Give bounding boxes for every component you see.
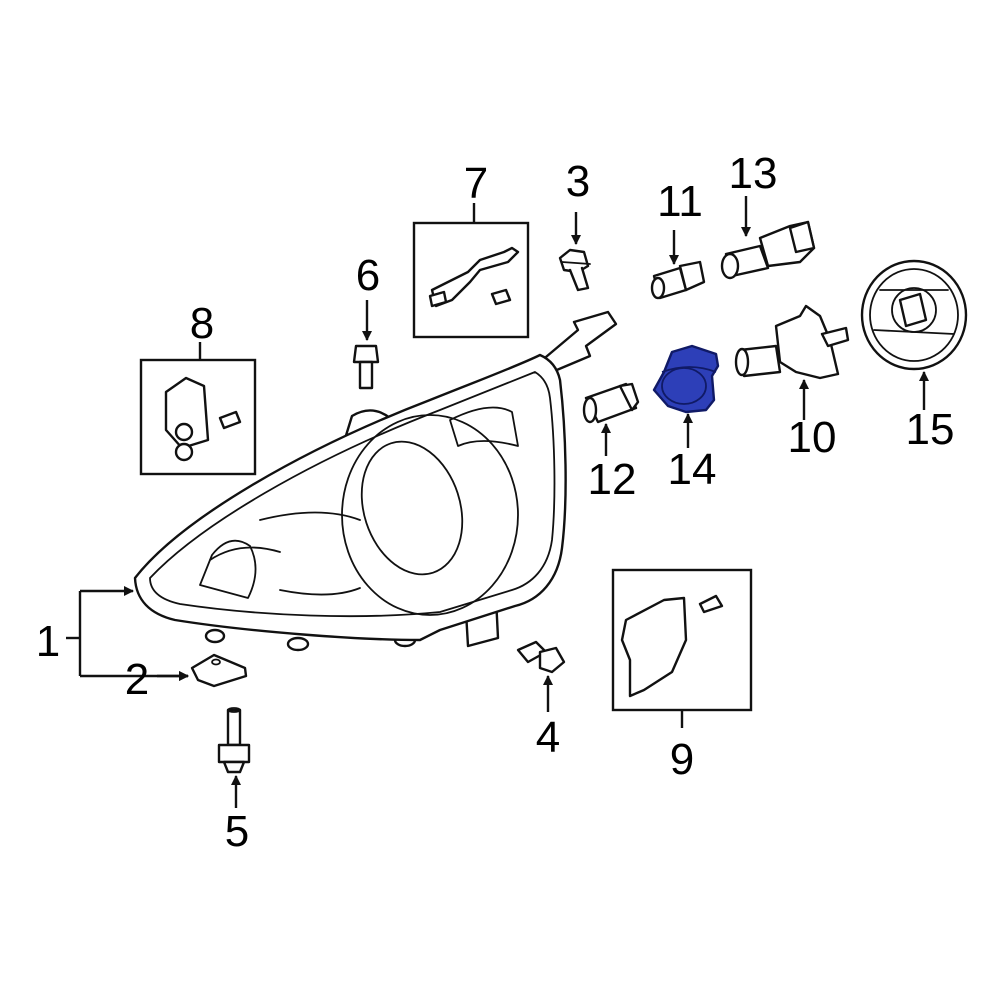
callout-12: 12: [588, 455, 637, 504]
bolt-4[interactable]: [516, 640, 566, 674]
callout-14: 14: [668, 445, 717, 494]
headlight-bulb-10[interactable]: [734, 304, 850, 380]
callout-4: 4: [536, 713, 560, 762]
callout-labels: 1 2 3 4 5 6 7 8 9 10 11 12 13 14 15: [36, 149, 955, 856]
callout-15: 15: [906, 405, 955, 454]
wedge-bulb-12[interactable]: [582, 382, 640, 424]
callout-3: 3: [566, 157, 590, 206]
dust-cover-15[interactable]: [860, 259, 968, 371]
callout-11: 11: [657, 177, 703, 226]
bracket-kit-7[interactable]: [412, 221, 530, 339]
headlamp-assembly[interactable]: [133, 310, 618, 652]
bracket-kit-9[interactable]: [611, 568, 753, 712]
bolt-3[interactable]: [558, 248, 591, 292]
small-bulb-11[interactable]: [650, 260, 706, 300]
callout-8: 8: [190, 299, 214, 348]
leader-lines: [66, 196, 929, 808]
callout-2: 2: [125, 655, 149, 704]
bulb-socket-14-highlighted[interactable]: [652, 344, 720, 414]
callout-7: 7: [464, 159, 488, 208]
callout-10: 10: [788, 413, 837, 462]
callout-13: 13: [729, 149, 778, 198]
callout-9: 9: [670, 735, 694, 784]
stud-bolt-5[interactable]: [217, 707, 251, 774]
callout-5: 5: [225, 807, 249, 856]
bolt-6[interactable]: [352, 344, 380, 390]
bulb-socket-13[interactable]: [720, 220, 816, 280]
callout-6: 6: [356, 251, 380, 300]
callout-1: 1: [36, 617, 60, 666]
clip-nut[interactable]: [190, 653, 248, 688]
bracket-kit-8[interactable]: [139, 358, 257, 476]
